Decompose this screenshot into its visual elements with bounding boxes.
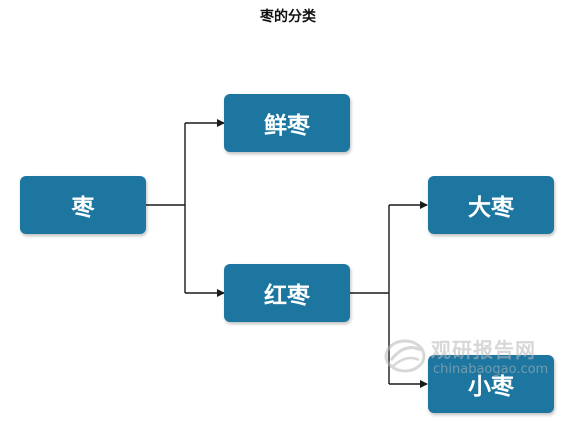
watermark-text-cn: 观研报告网 (431, 338, 536, 362)
watermark-text-en: chinabaogao.com (433, 362, 549, 377)
node-root: 枣 (20, 176, 146, 234)
diagram-title: 枣的分类 (260, 9, 316, 25)
node-fresh: 鲜枣 (224, 94, 350, 152)
node-big: 大枣 (428, 176, 554, 234)
node-small: 小枣 (428, 355, 554, 413)
watermark: 观研报告网 chinabaogao.com (383, 332, 573, 382)
watermark-logo-icon (384, 339, 426, 373)
node-red: 红枣 (224, 264, 350, 322)
